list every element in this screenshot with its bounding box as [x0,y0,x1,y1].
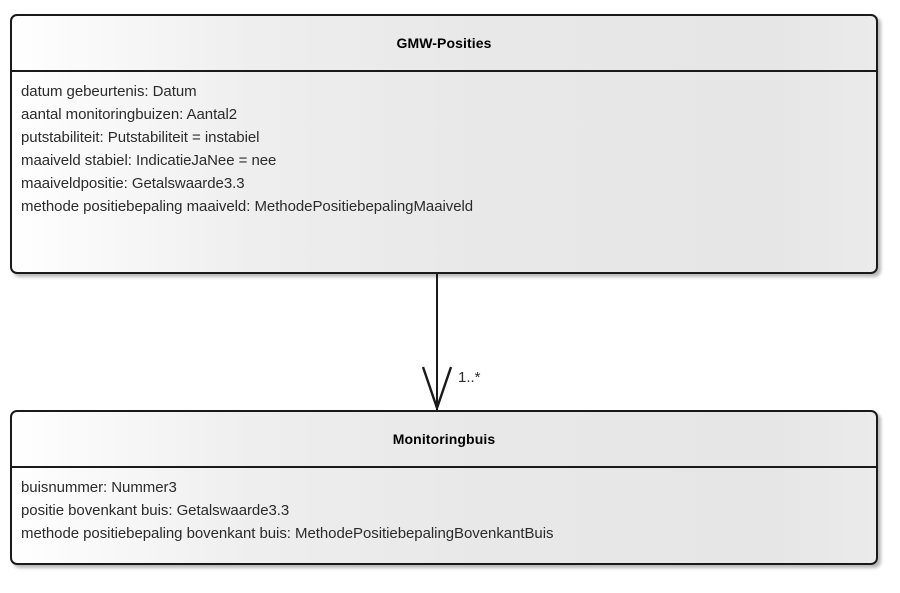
association-line [436,274,438,410]
attributes-compartment-gmw-posities: datum gebeurtenis: Datum aantal monitori… [12,72,876,272]
attribute-row: putstabiliteit: Putstabiliteit = instabi… [21,129,260,146]
attribute-row: buisnummer: Nummer3 [21,479,177,496]
class-header-monitoringbuis: Monitoringbuis [12,412,876,468]
attribute-row: maaiveldpositie: Getalswaarde3.3 [21,175,245,192]
class-box-monitoringbuis[interactable]: Monitoringbuis buisnummer: Nummer3 posit… [10,410,878,565]
attribute-row: methode positiebepaling bovenkant buis: … [21,525,554,542]
attribute-row: datum gebeurtenis: Datum [21,83,197,100]
class-header-gmw-posities: GMW-Posities [12,16,876,72]
multiplicity-label: 1..* [458,369,481,386]
attributes-compartment-monitoringbuis: buisnummer: Nummer3 positie bovenkant bu… [12,468,876,563]
arrowhead-icon [421,366,453,412]
attribute-row: aantal monitoringbuizen: Aantal2 [21,106,238,123]
attribute-row: maaiveld stabiel: IndicatieJaNee = nee [21,152,277,169]
attribute-row: methode positiebepaling maaiveld: Method… [21,198,474,215]
class-box-gmw-posities[interactable]: GMW-Posities datum gebeurtenis: Datum aa… [10,14,878,274]
attribute-row: positie bovenkant buis: Getalswaarde3.3 [21,502,290,519]
class-name-gmw-posities: GMW-Posities [396,35,492,51]
class-name-monitoringbuis: Monitoringbuis [392,431,496,447]
